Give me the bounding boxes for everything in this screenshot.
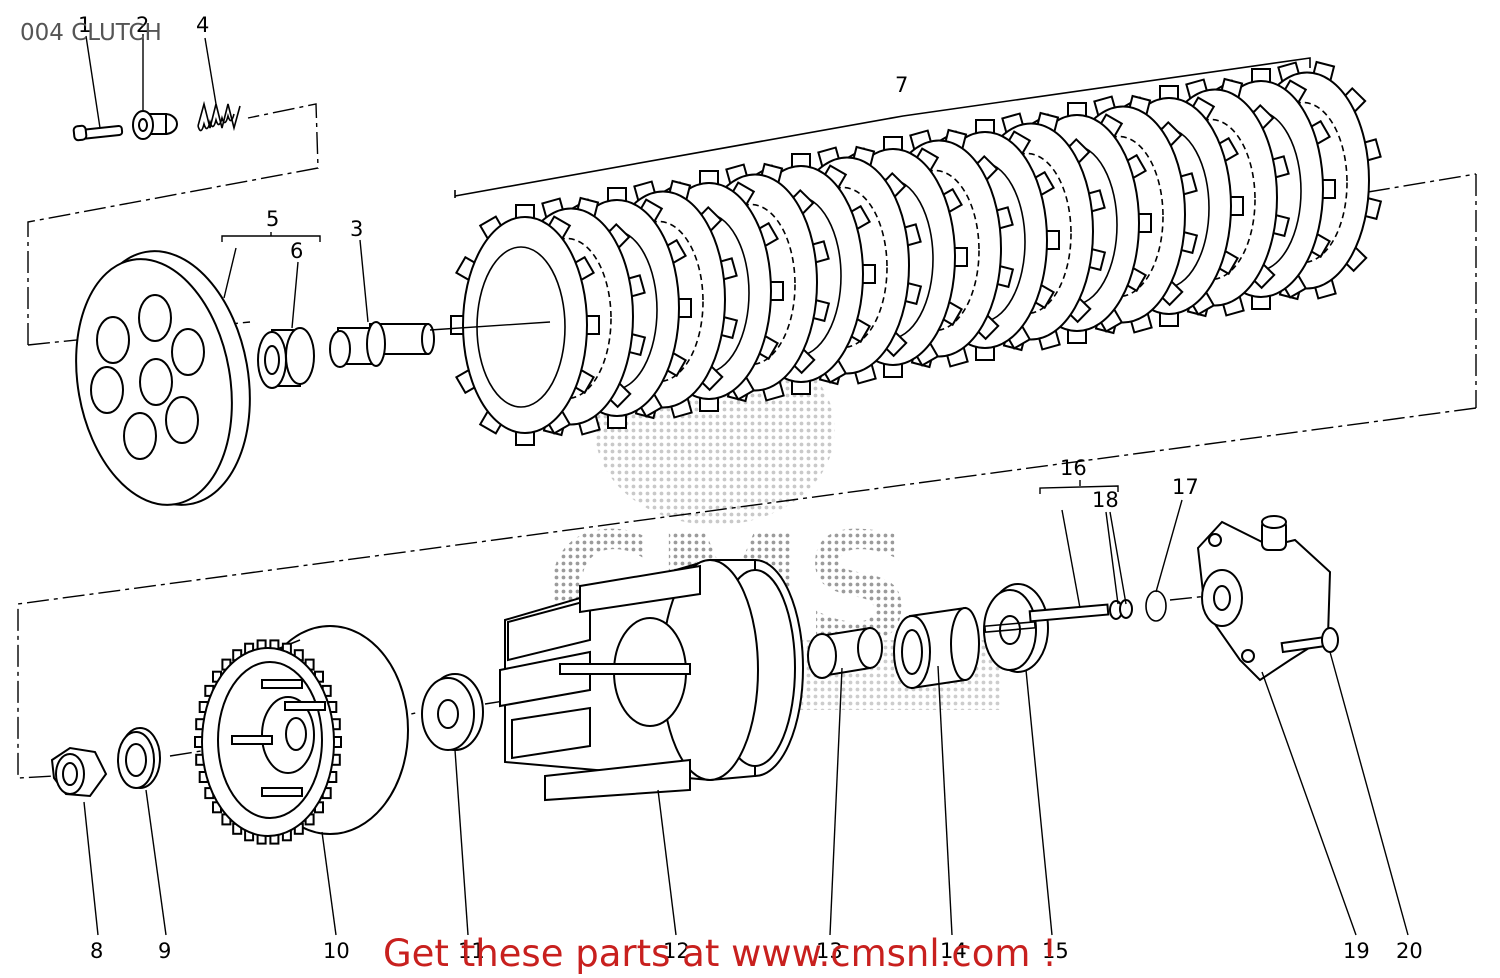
callout-4: 4 [196,13,209,37]
callout-20: 20 [1396,939,1423,963]
callout-8: 8 [90,939,103,963]
callout-11: 11 [458,939,485,963]
bracket-7 [454,57,1311,197]
callout-6: 6 [290,239,303,263]
callout-5: 5 [266,207,279,231]
part-15-plate[interactable] [983,583,1049,673]
callout-15: 15 [1042,939,1069,963]
page-title: 004 CLUTCH [20,20,162,46]
part-8-nut[interactable] [50,746,108,798]
part-11-thrust-washer[interactable] [421,673,484,751]
part-19-slave-cylinder[interactable] [1196,515,1332,682]
callout-2: 2 [136,13,149,37]
callout-18: 18 [1092,488,1119,512]
callout-3: 3 [350,217,363,241]
callout-numbers: 1 2 3 4 5 6 7 8 9 10 11 12 13 14 15 16 1… [78,13,1423,963]
part-17-circlip[interactable] [1145,590,1167,622]
part-2-bushing[interactable] [132,110,178,140]
part-12-clutch-drum[interactable] [499,559,804,802]
callout-13: 13 [816,939,843,963]
part-14-sleeve[interactable] [893,606,980,690]
part-13-spacer[interactable] [807,626,883,679]
part-7-clutch-disc-pack[interactable] [450,60,1383,446]
callout-10: 10 [323,939,350,963]
callout-12: 12 [663,939,690,963]
clutch-disc [450,204,600,446]
part-4-spring[interactable] [197,100,241,132]
part-1-screw[interactable] [72,124,124,142]
leader-lines [83,34,1409,936]
callout-16: 16 [1060,456,1087,480]
part-16-pushrod[interactable] [983,603,1110,634]
part-5-pressure-plate[interactable] [58,238,269,518]
part-10-inner-hub[interactable] [194,625,409,845]
parts-banner-link[interactable]: Get these parts at www.cmsnl.com ! [383,932,1057,975]
callout-17: 17 [1172,475,1199,499]
part-6-bearing[interactable] [257,327,315,389]
callout-9: 9 [158,939,171,963]
part-3-pushrod[interactable] [329,321,435,368]
callout-7: 7 [895,73,908,97]
part-18-o-rings[interactable] [1109,599,1133,620]
callout-14: 14 [940,939,967,963]
part-9-washer[interactable] [117,727,161,789]
callout-1: 1 [78,13,91,37]
callout-19: 19 [1343,939,1370,963]
part-20-bolt[interactable] [1280,627,1339,654]
